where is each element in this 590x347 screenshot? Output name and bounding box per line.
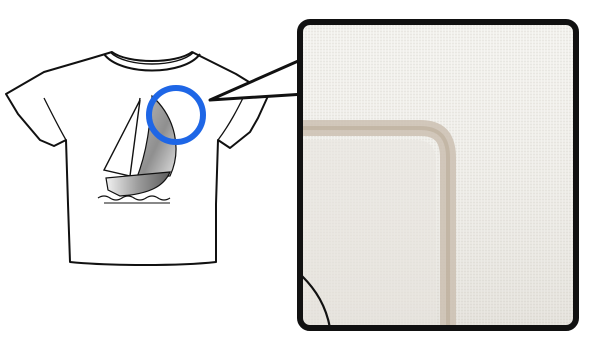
tshirt bbox=[6, 52, 268, 265]
zoom-callout bbox=[300, 22, 576, 328]
tshirt-outline bbox=[6, 52, 268, 265]
